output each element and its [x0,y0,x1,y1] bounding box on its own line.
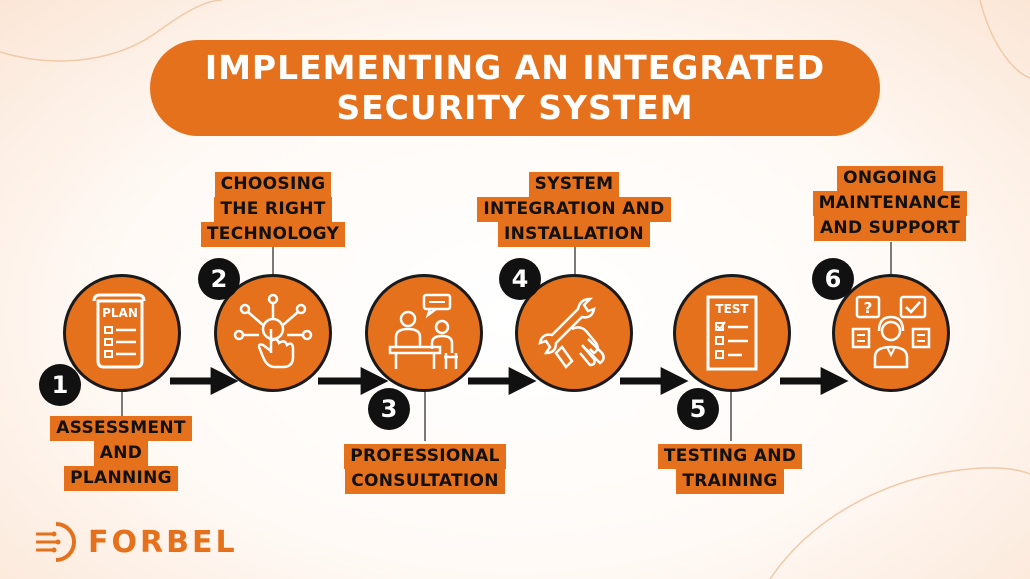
title-line-1: IMPLEMENTING AN INTEGRATED [204,48,826,87]
step-1-label: ASSESSMENT AND PLANNING [30,416,212,491]
step-4-label: SYSTEM INTEGRATION AND INSTALLATION [460,172,688,247]
test-checklist-icon: TEST [706,295,758,371]
plan-icon-text: PLAN [102,306,138,320]
test-icon-text: TEST [715,302,749,316]
brand-logo: FORBEL [34,520,238,564]
touch-network-icon [233,293,313,369]
title-line-2: SECURITY SYSTEM [336,88,694,127]
connector-4 [574,247,576,283]
consultation-icon [388,293,458,369]
step-3-label: PROFESSIONAL CONSULTATION [330,444,520,494]
step-3-number: 3 [368,388,410,430]
step-2-number: 2 [198,258,240,300]
wrench-hand-icon [538,297,605,369]
connector-1 [121,389,123,417]
title-banner: IMPLEMENTING AN INTEGRATED SECURITY SYST… [150,40,880,136]
step-6-circle: ? [832,274,950,392]
connector-3 [424,389,426,441]
connector-6 [890,242,892,280]
step-6-label: ONGOING MAINTENANCE AND SUPPORT [796,166,984,241]
step-2-label: CHOOSING THE RIGHT TECHNOLOGY [185,172,361,247]
step-1-circle: PLAN [63,274,181,392]
page-title: IMPLEMENTING AN INTEGRATED SECURITY SYST… [165,48,865,128]
step-5-label: TESTING AND TRAINING [645,444,815,494]
forbel-circuit-logo-icon [36,522,76,562]
step-4-circle [515,274,633,392]
plan-document-icon: PLAN [92,293,146,369]
brand-name: FORBEL [88,524,238,560]
support-agent-icon: ? [851,295,931,369]
svg-text:?: ? [864,299,873,317]
connector-5 [730,389,732,441]
connector-2 [272,246,274,278]
step-5-circle: TEST [673,274,791,392]
step-6-number: 6 [812,258,854,300]
step-4-number: 4 [499,258,541,300]
step-3-circle [365,274,483,392]
step-1-number: 1 [39,364,81,406]
step-5-number: 5 [677,388,719,430]
